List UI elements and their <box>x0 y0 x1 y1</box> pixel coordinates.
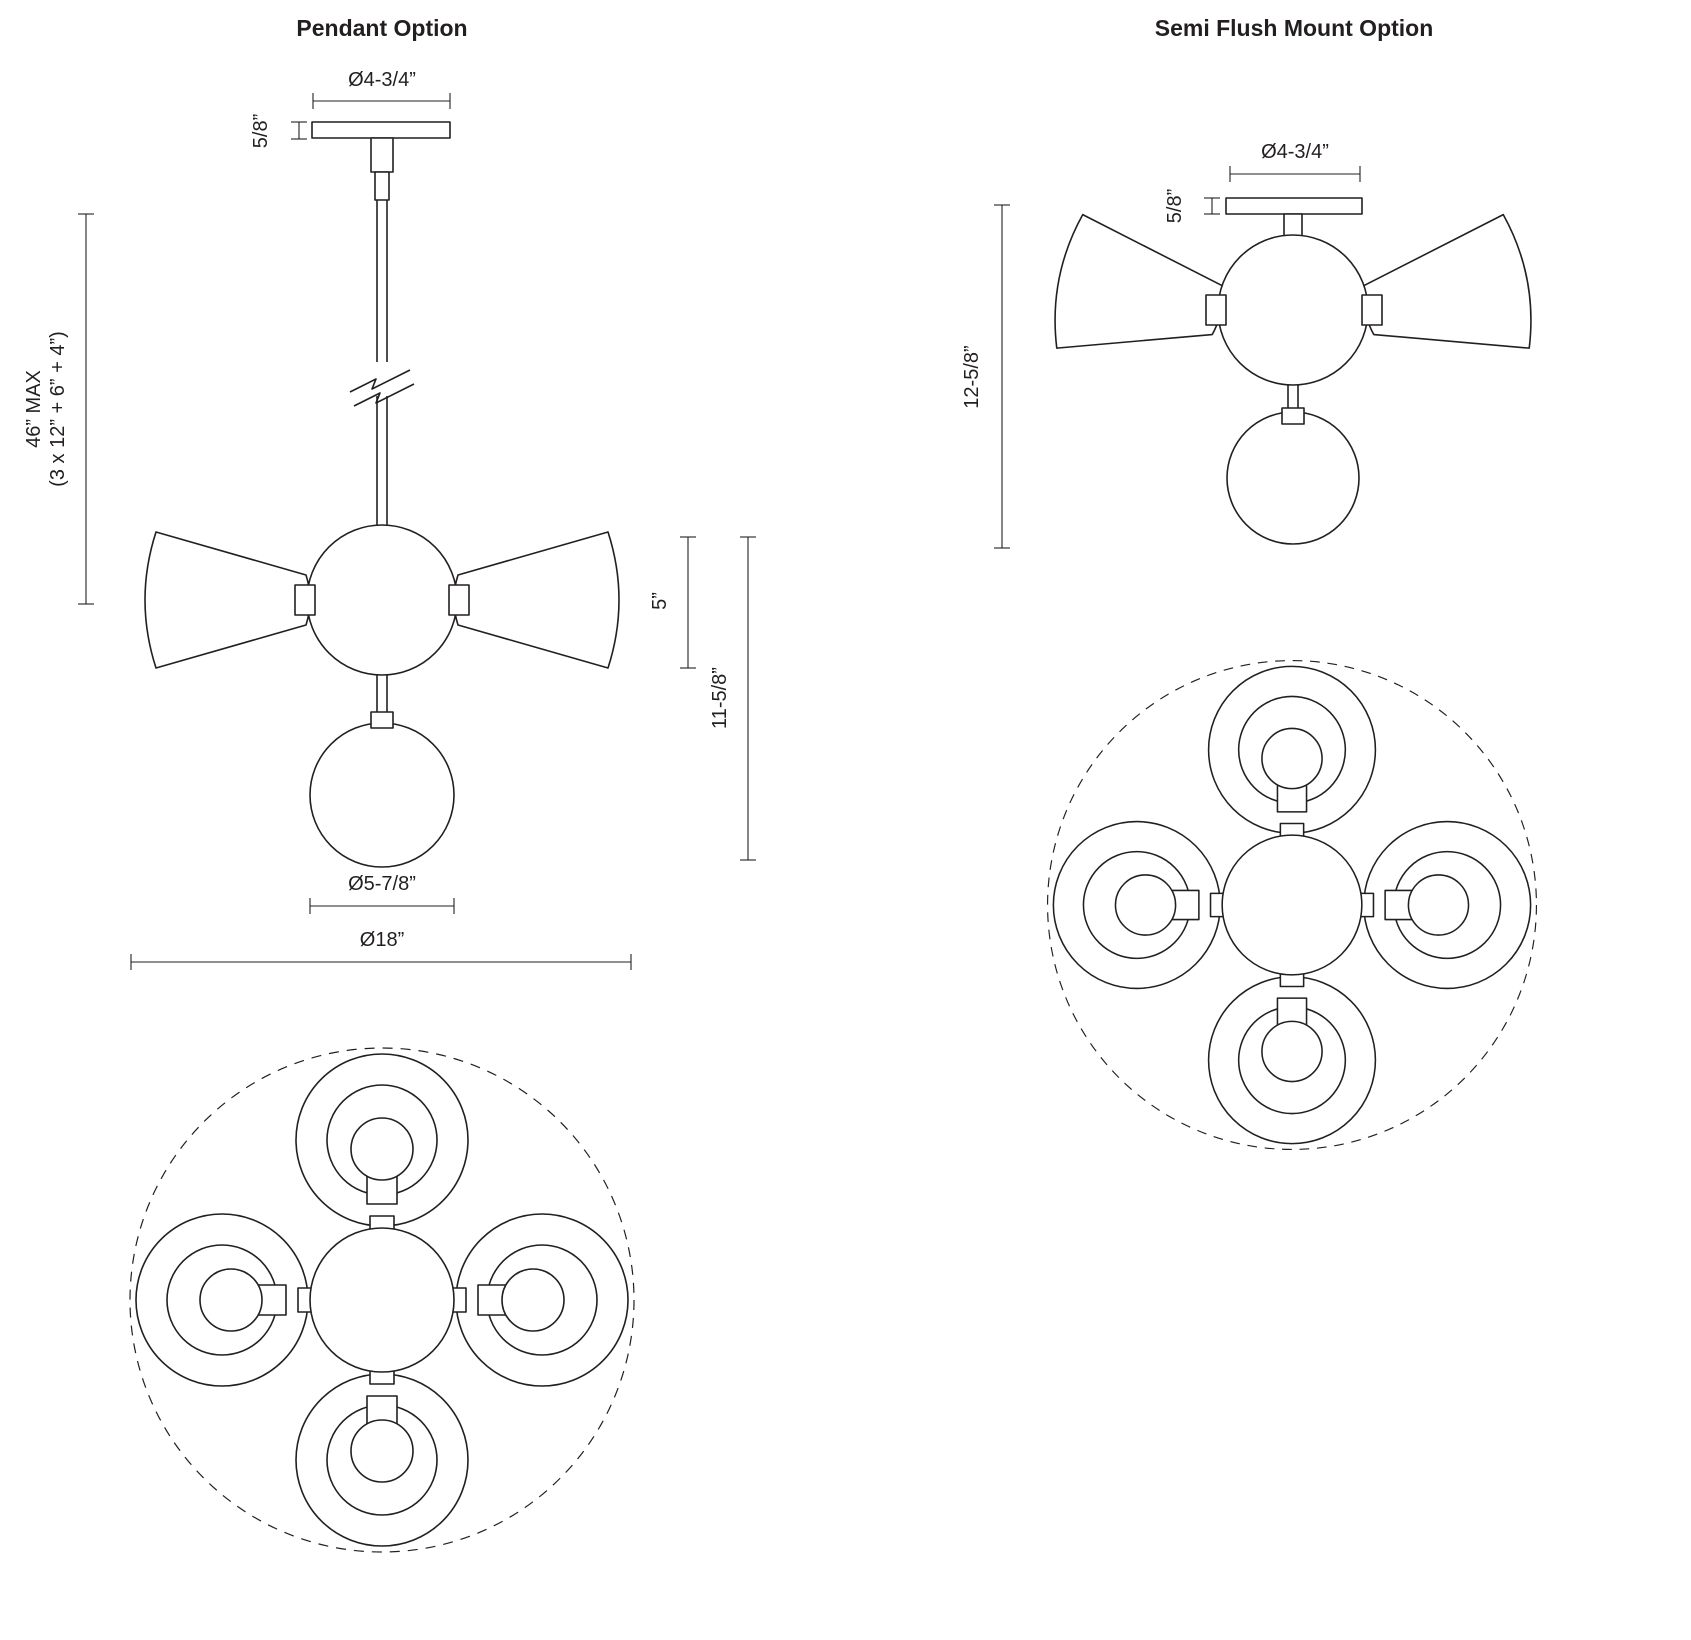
pendant-globe-diameter-label: Ø5-7/8” <box>348 873 416 895</box>
semi-flush-canopy-diameter-label: Ø4-3/4” <box>1261 141 1329 163</box>
pendant-dimension-lines <box>78 93 756 970</box>
pendant-right-connector <box>448 584 470 616</box>
semi-flush-right-connector <box>1361 294 1383 326</box>
semi-flush-globe-socket <box>1281 407 1305 425</box>
pendant-canopy-thickness-label: 5/8” <box>250 114 272 148</box>
semi-flush-stem <box>1283 213 1303 237</box>
pendant-max-height-label: 46” MAX <box>23 370 45 448</box>
pendant-lower-stem <box>376 675 388 714</box>
semi-flush-top-view <box>1048 661 1537 1150</box>
semi-flush-center-sphere <box>1217 234 1369 386</box>
pendant-center-sphere <box>306 524 458 676</box>
semi-flush-overall-height-label: 12-5/8” <box>961 345 983 408</box>
pendant-shade-height-label: 5” <box>649 592 671 610</box>
pendant-left-connector <box>294 584 316 616</box>
rod-break-icon <box>349 369 411 393</box>
pendant-body-height-label: 11-5/8” <box>709 667 731 729</box>
pendant-top-view <box>130 1048 634 1552</box>
pendant-hang-straight <box>370 137 394 173</box>
pendant-elevation <box>144 121 620 868</box>
pendant-canopy <box>311 121 451 139</box>
pendant-globe-socket <box>370 711 394 729</box>
pendant-max-height-breakdown-label: (3 x 12” + 6” + 4”) <box>47 331 69 487</box>
semi-flush-lower-globe <box>1226 411 1360 545</box>
semi-flush-dimension-lines <box>994 166 1361 549</box>
pendant-canopy-diameter-label: Ø4-3/4” <box>348 69 416 91</box>
pendant-title: Pendant Option <box>296 15 467 41</box>
semi-flush-canopy-thickness-label: 5/8” <box>1164 189 1186 223</box>
semi-flush-canopy <box>1225 197 1363 215</box>
pendant-right-shade <box>453 531 620 669</box>
pendant-downrod <box>349 200 415 526</box>
pendant-overall-diameter-label: Ø18” <box>360 929 404 951</box>
semi-flush-left-connector <box>1205 294 1227 326</box>
semi-flush-elevation <box>1045 197 1541 545</box>
pendant-lower-globe <box>309 722 455 868</box>
pendant-stem-collar <box>374 171 390 201</box>
pendant-left-shade <box>144 531 311 669</box>
rod-break-icon <box>353 383 415 407</box>
semi-flush-title: Semi Flush Mount Option <box>1155 15 1434 41</box>
